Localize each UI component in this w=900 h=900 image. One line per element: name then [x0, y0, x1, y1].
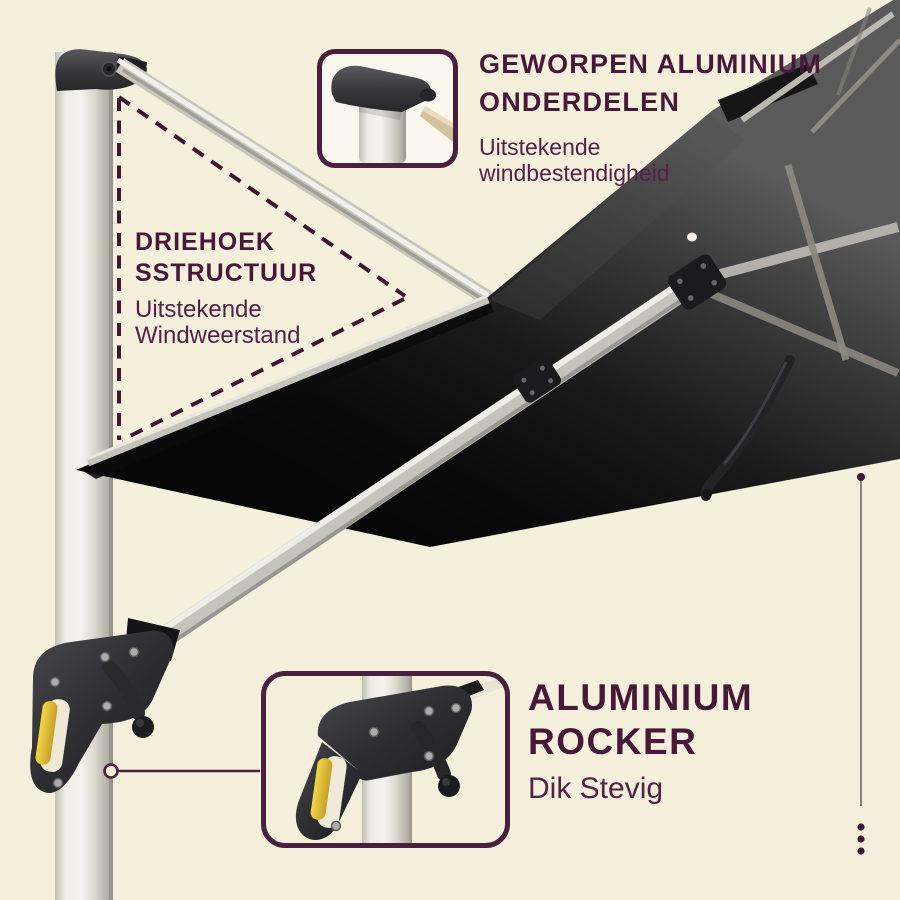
pole-top-inset [317, 49, 458, 168]
callout-bottom-subtitle: Dik Stevig [528, 772, 664, 805]
callout-triangle-title-line1: DRIEHOEK [135, 228, 275, 256]
rib-end-hook [700, 355, 795, 501]
callout-triangle-title-line2: SSTRUCTUUR [135, 259, 318, 287]
callout-top-title-line2: ONDERDELEN [479, 87, 681, 117]
right-guide-line [857, 473, 865, 855]
canopy-vent-hole [687, 232, 697, 242]
upper-support-arm [115, 57, 497, 308]
under-canopy-ribs [696, 164, 900, 377]
callout-bottom: ALUMINIUM ROCKER Dik Stevig [528, 676, 753, 806]
callout-triangle-subtitle-line1: Uitstekende [135, 296, 262, 323]
callout-triangle: DRIEHOEK SSTRUCTUUR Uitstekende Windweer… [135, 227, 317, 349]
main-cantilever-arm [141, 271, 704, 658]
callout-top-title-line1: GEWORPEN ALUMINIUM [479, 49, 823, 79]
rocker-crank-assembly [30, 618, 180, 793]
callout-top-subtitle-line1: Uitstekende [479, 134, 601, 160]
rocker-screws [49, 646, 140, 789]
rocker-inset [261, 671, 510, 848]
pole-top-connector-icon [331, 65, 453, 163]
callout-top-subtitle-line2: windbestendigheid [479, 160, 670, 186]
rocker-crank-icon [295, 676, 505, 843]
rib-joint-upper [667, 254, 727, 310]
top-ribs [740, 7, 900, 134]
callout-bottom-title-line2: ROCKER [528, 721, 698, 762]
rocker-callout-connector [103, 763, 260, 779]
triangle-structure-dashed-outline [117, 95, 407, 442]
callout-bottom-title-line1: ALUMINIUM [528, 677, 754, 718]
callout-top: GEWORPEN ALUMINIUM ONDERDELEN Uitstekend… [479, 45, 822, 186]
rib-joint-lower [512, 357, 562, 403]
callout-triangle-subtitle-line2: Windweerstand [135, 322, 301, 349]
canopy-edge-rib [86, 294, 490, 467]
